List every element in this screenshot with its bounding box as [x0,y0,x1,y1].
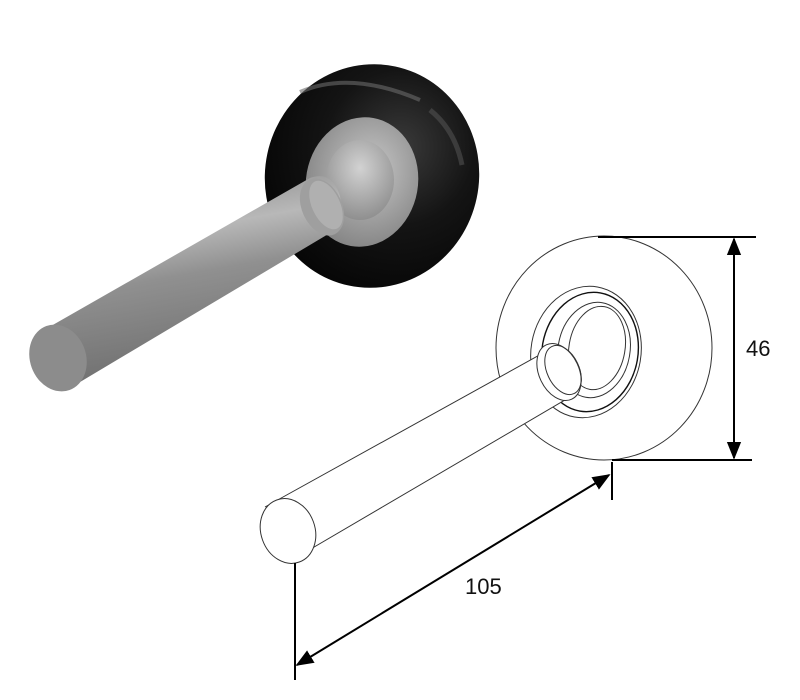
dimension-label-length: 105 [465,574,502,599]
bearing-hub [326,140,394,220]
stem-end [29,324,87,392]
dimension-label-diameter: 46 [746,336,771,361]
dimension-105 [294,462,613,680]
steel-stem [44,176,342,388]
wheel-outline [495,235,713,461]
roller-line-drawing [259,235,713,564]
roller-3d-render [29,64,480,392]
dimension-46 [598,236,756,461]
